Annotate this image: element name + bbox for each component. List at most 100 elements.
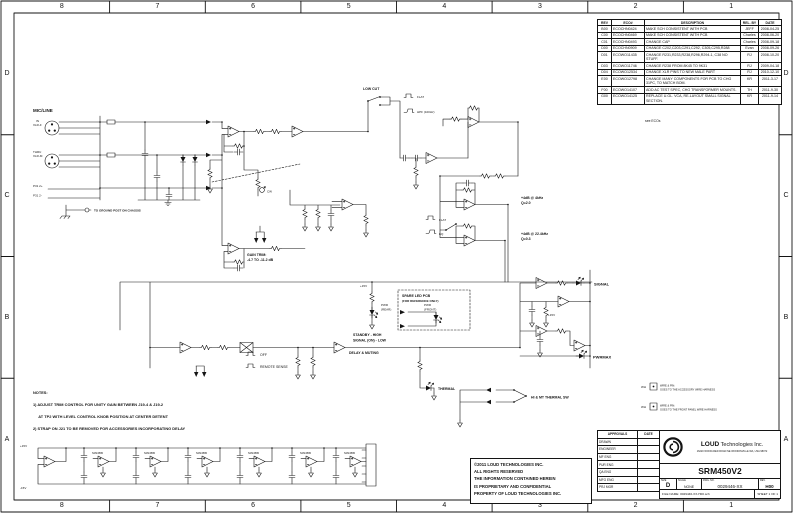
company-block: LOUD Technologies Inc. 16220 WOOD-RED RO… <box>686 441 778 453</box>
opamp-part-label: NJM4580 <box>196 451 208 455</box>
size-label: SIZE <box>661 479 667 482</box>
spare-led-label-1: SPARE LED PCB <box>402 294 431 298</box>
approval-date <box>637 452 660 462</box>
wh-label-1: WH <box>641 385 646 389</box>
zone-row-b: B <box>4 313 10 321</box>
sheet-label: SHEET <box>757 492 768 496</box>
date-cell: 2010-12-10 <box>758 68 782 77</box>
dwg-number: 0029446-XX <box>717 483 743 489</box>
eco-cell: ECOWO12798 <box>611 75 645 88</box>
plus15-label-3: +15V <box>20 444 27 448</box>
by-cell: RJ <box>740 51 759 64</box>
approval-date <box>637 445 660 454</box>
zone-col-5: 5 <box>346 502 351 509</box>
company-name: LOUD Technologies Inc. <box>701 441 763 448</box>
approval-role: MF ENG <box>597 452 638 462</box>
signal-led-label: SIGNAL <box>594 282 610 287</box>
zone-col-4: 4 <box>442 502 447 509</box>
remote-sense-label: REMOTE SENSE <box>260 365 288 369</box>
zone-row-b: B <box>783 313 789 321</box>
spare-led-label-2: (FOR REFERENCE ONLY) <box>402 299 439 303</box>
plus15-label-1: +15V <box>360 284 367 288</box>
zone-col-2: 2 <box>633 502 638 509</box>
power-buffer-section: +15V -15V NJM4580 NJM4580 NJM4580 NJM458… <box>20 443 377 490</box>
xlr-f-label: XLR-F <box>33 123 42 127</box>
approvals-date-header: DATE <box>637 430 660 439</box>
cw-label: CW <box>267 190 272 194</box>
approval-role: QA ENG <box>597 467 638 477</box>
p31-plus-label: P31 2+ <box>33 184 43 188</box>
dwg-cell: DWG. NO.0029446-XX <box>702 479 759 489</box>
date-cell: 2008-09-26 <box>758 44 782 53</box>
drawing-title: SRM450V2 <box>660 464 780 479</box>
flat-label-2: FLAT <box>439 218 446 222</box>
thermal-label: THERMAL <box>438 387 456 391</box>
approval-row: MF ENG <box>597 452 660 462</box>
copyright-line: THE INFORMATION CONTAINED HEREIN <box>474 476 556 482</box>
zone-col-6: 6 <box>251 502 256 509</box>
revision-footnote: see ECOs <box>645 119 661 123</box>
approval-row: PRJ MGR <box>597 483 660 492</box>
low-cut-label: LOW CUT <box>363 87 380 91</box>
flat-label-1: FLAT <box>417 95 424 99</box>
file-name-cell: FILE NAME: 0029446-XX-H00.sch <box>660 490 756 498</box>
minus15-label: -15V <box>20 486 26 490</box>
approval-date <box>637 460 660 469</box>
approval-row: PUR ENG <box>597 460 660 469</box>
zone-col-6: 6 <box>251 3 256 10</box>
thermal-switch-section: HI & MT THERMAL SW <box>457 387 569 428</box>
preamp-section: GAIN TRIM: -4.7 TO -11.2 dB CW <box>207 121 369 272</box>
sheet-cell: SHEET 1 OF 1 <box>755 492 780 496</box>
date-cell: 2011-3-17 <box>758 75 782 88</box>
zone-col-8: 8 <box>59 502 64 509</box>
xlr-in-label: IN <box>36 119 39 123</box>
harness1-line1: WIRE & PIN: <box>660 384 675 388</box>
note-line: AT TP2 WITH LEVEL CONTROL KNOB POSITION … <box>33 414 168 420</box>
zone-col-3: 3 <box>537 502 542 509</box>
eco-cell: ECOWO11435 <box>611 51 645 64</box>
file-name-value: 0029446-XX-H00.sch <box>680 492 710 496</box>
zone-row-d: D <box>4 70 10 78</box>
company-name-bold: LOUD <box>700 441 720 449</box>
approval-role: MFG ENG <box>597 475 638 485</box>
thermal-sw-label: HI & MT THERMAL SW <box>531 396 569 400</box>
opamp-part-label: NJM4580 <box>92 451 104 455</box>
wh-label-2: WH <box>641 405 646 409</box>
zone-col-5: 5 <box>346 3 351 10</box>
pwr-rear-label-1: PWR <box>381 303 389 307</box>
rev-cell: G00 <box>597 92 612 105</box>
approval-role: DRAWN <box>597 437 638 447</box>
eq-peak2-q-label: Q=0.3 <box>521 237 531 241</box>
copyright-line: ©2011 LOUD TECHNOLOGIES INC. <box>474 462 544 467</box>
hpf-label: HPF (100Hz) <box>417 110 435 114</box>
approval-row: ENGINEER <box>597 445 660 454</box>
delay-muting-label: DELAY & MUTING <box>349 351 379 355</box>
rev-cell: D01 <box>597 51 612 64</box>
desc-cell: REPLACE U.GL. VCA, RE-LAYOUT SMALL SIGNA… <box>644 92 741 105</box>
approval-row: MFG ENG <box>597 475 660 485</box>
approval-date <box>637 467 660 477</box>
approval-role: ENGINEER <box>597 445 638 454</box>
title-block-logo-row: LOUD Technologies Inc. 16220 WOOD-RED RO… <box>660 431 780 464</box>
harness2-line2: GOES TO THE FRONT PANEL WIRE HARNESS <box>660 408 717 412</box>
zone-col-3: 3 <box>537 3 542 10</box>
gain-trim-label-2: -4.7 TO -11.2 dB <box>247 258 274 262</box>
date-cell: 2008-04-25 <box>758 25 782 33</box>
harness2-line1: WIRE & PIN: <box>660 404 675 408</box>
approval-date <box>637 437 660 447</box>
zone-col-1: 1 <box>729 3 734 10</box>
rev-value: H00 <box>765 483 774 489</box>
copyright-line: IS PROPRIETARY AND CONFIDENTIAL <box>474 483 552 489</box>
scale-label: SCALE <box>678 479 686 482</box>
copyright-line: PROPERTY OF LOUD TECHNOLOGIES INC. <box>474 490 562 496</box>
approval-date <box>637 475 660 485</box>
zone-row-a: A <box>783 435 789 443</box>
